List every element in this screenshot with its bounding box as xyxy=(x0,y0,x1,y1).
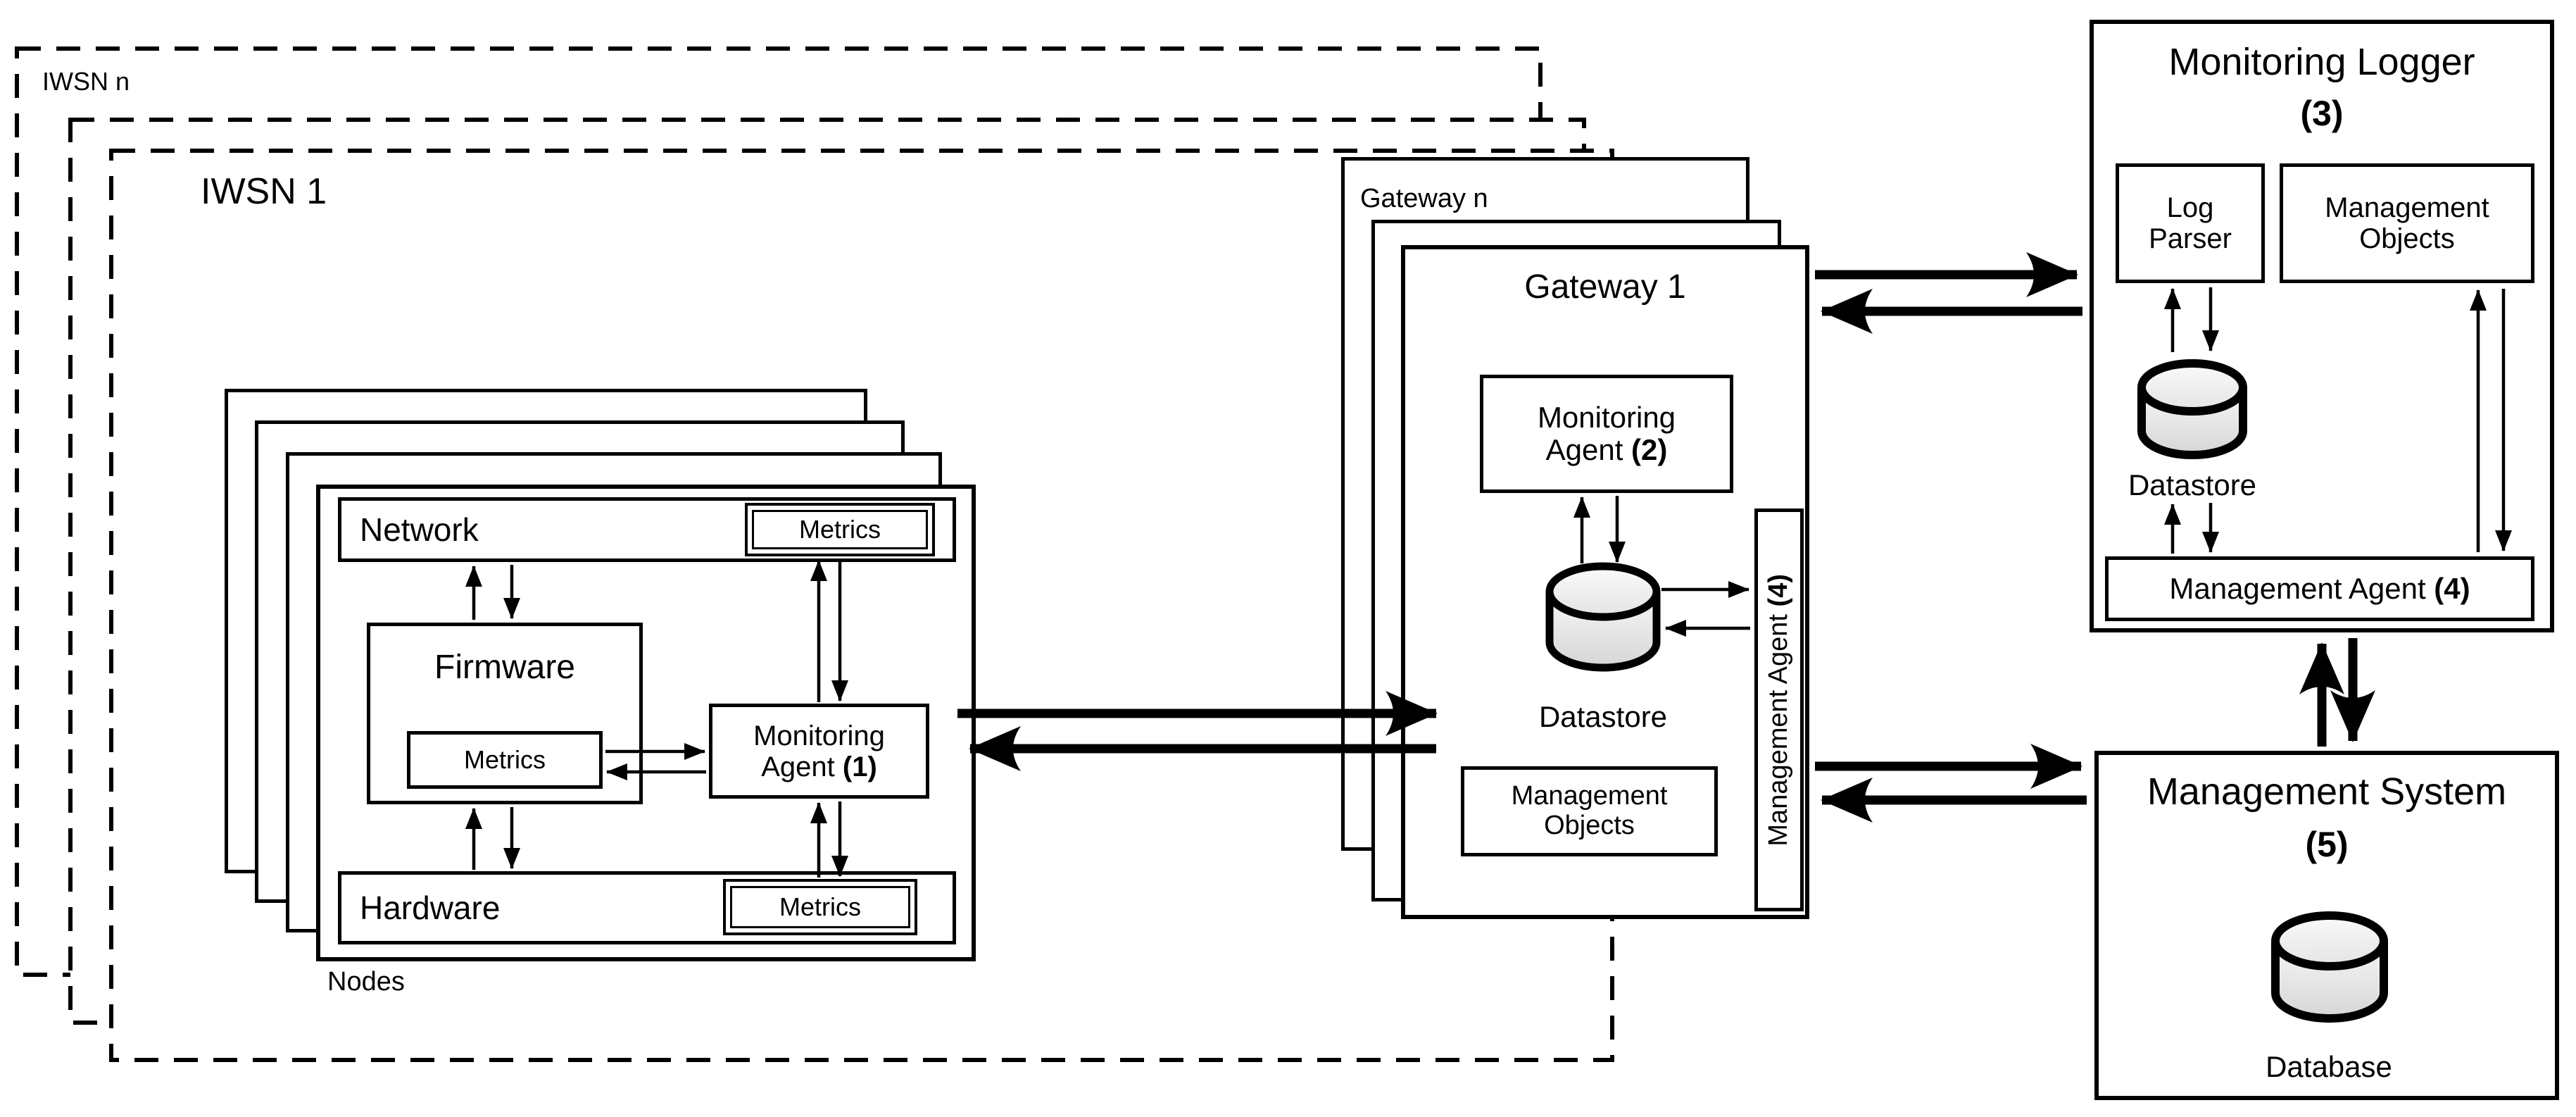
gateway-datastore-label: Datastore xyxy=(1538,699,1668,733)
logger-management-objects-line1: Management xyxy=(2325,192,2489,223)
logger-management-objects-box: Management Objects xyxy=(2280,163,2534,283)
gateway-1-label: Gateway 1 xyxy=(1524,268,1686,306)
firmware-label: Firmware xyxy=(434,648,575,686)
iwsn-1-label: IWSN 1 xyxy=(201,171,327,212)
gateway-n-label: Gateway n xyxy=(1360,184,1488,213)
monitoring-logger-title-wrap: Monitoring Logger xyxy=(2090,41,2554,85)
log-parser-line2: Parser xyxy=(2149,223,2232,254)
network-label: Network xyxy=(360,511,479,548)
gateway-monitoring-agent-line1: Monitoring xyxy=(1537,400,1676,434)
node-monitoring-agent-line2: Agent (1) xyxy=(761,751,877,782)
gateway-management-objects-line1: Management xyxy=(1511,781,1668,811)
gateway-management-agent-words: Management Agent xyxy=(1764,606,1794,847)
management-system-number-wrap: (5) xyxy=(2094,824,2559,865)
gateway-management-agent-number: (4) xyxy=(1764,573,1794,607)
firmware-metrics-box: Metrics xyxy=(407,731,603,789)
monitoring-logger-title: Monitoring Logger xyxy=(2168,41,2475,84)
gateway-monitoring-agent-word: Agent xyxy=(1545,433,1632,466)
log-parser-line1: Log xyxy=(2166,192,2214,223)
node-monitoring-agent-number: (1) xyxy=(842,751,877,782)
gateway-management-agent-label: Management Agent (4) xyxy=(1764,574,1794,847)
management-system-title-wrap: Management System xyxy=(2094,770,2559,814)
gateway-management-agent-box: Management Agent (4) xyxy=(1754,508,1804,911)
logger-datastore-label: Datastore xyxy=(2128,468,2257,501)
management-system-number: (5) xyxy=(2305,824,2349,864)
monitoring-logger-number: (3) xyxy=(2300,93,2344,133)
node-monitoring-agent-word: Agent xyxy=(761,751,843,782)
gateway-monitoring-agent-line2: Agent (2) xyxy=(1545,433,1668,466)
logger-management-agent-number: (4) xyxy=(2434,571,2470,605)
hardware-metrics-box: Metrics xyxy=(723,879,917,935)
database-label: Database xyxy=(2266,1049,2392,1083)
iwsn-n-label: IWSN n xyxy=(42,67,130,96)
logger-management-objects-line2: Objects xyxy=(2359,223,2455,254)
logger-management-agent-box: Management Agent (4) xyxy=(2105,556,2534,621)
database-label-wrap: Database xyxy=(2223,1049,2434,1085)
gateway-management-objects-line2: Objects xyxy=(1544,811,1635,840)
management-system-title: Management System xyxy=(2147,770,2507,813)
logger-datastore-label-wrap: Datastore xyxy=(2087,468,2298,503)
network-metrics-label: Metrics xyxy=(799,515,881,544)
gateway-datastore-label-wrap: Datastore xyxy=(1497,699,1709,735)
gateway-monitoring-agent-number: (2) xyxy=(1631,433,1668,466)
hardware-label: Hardware xyxy=(360,889,501,926)
network-metrics-box: Metrics xyxy=(745,503,935,556)
gateway-management-objects-box: Management Objects xyxy=(1461,766,1718,856)
monitoring-logger-number-wrap: (3) xyxy=(2090,93,2554,134)
logger-management-agent-label: Management Agent (4) xyxy=(2169,571,2470,605)
gateway-monitoring-agent-box: Monitoring Agent (2) xyxy=(1480,375,1733,493)
nodes-label: Nodes xyxy=(327,967,405,997)
node-monitoring-agent-line1: Monitoring xyxy=(753,720,885,751)
log-parser-box: Log Parser xyxy=(2116,163,2265,283)
logger-management-agent-words: Management Agent xyxy=(2169,571,2434,605)
node-monitoring-agent-box: Monitoring Agent (1) xyxy=(709,704,929,799)
firmware-metrics-label: Metrics xyxy=(464,745,546,775)
gateway-1-title: Gateway 1 xyxy=(1401,266,1809,308)
hardware-metrics-label: Metrics xyxy=(779,892,861,922)
management-system-box xyxy=(2094,751,2559,1100)
